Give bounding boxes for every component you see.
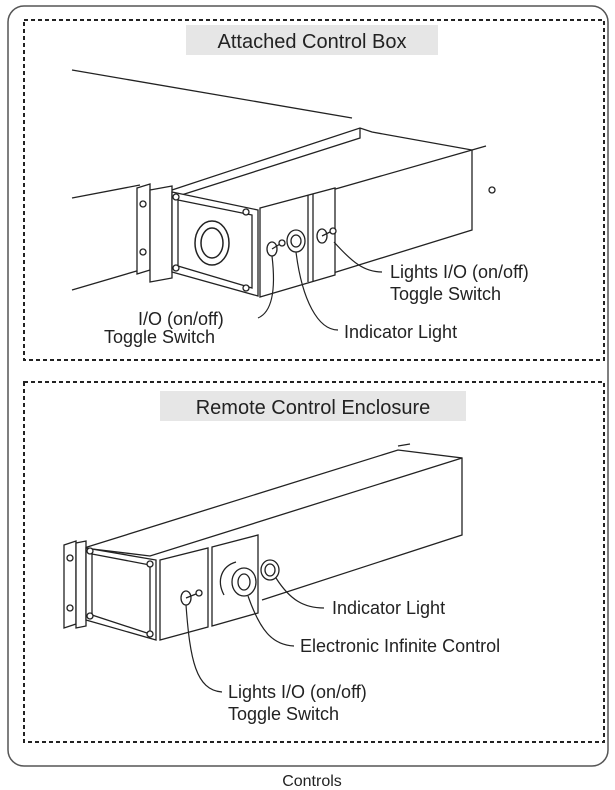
bottom-panel-title: Remote Control Enclosure: [196, 397, 431, 419]
bottom-lights-switch-label-line1: Lights I/O (on/off): [228, 682, 367, 702]
lights-toggle-switch-icon: [316, 227, 337, 244]
mounting-bracket: [136, 183, 151, 275]
bottom-lights-switch-label-line2: Toggle Switch: [228, 704, 339, 724]
attached-control-box-panel: Attached Control Box: [23, 19, 605, 361]
bottom-infinite-control-label: Electronic Infinite Control: [300, 636, 500, 656]
control-box-front: [149, 185, 259, 297]
figure-caption: Controls: [282, 773, 342, 790]
top-panel-title: Attached Control Box: [218, 31, 407, 53]
bottom-title-bg: [160, 391, 466, 421]
enclosure-end-cover: [75, 540, 157, 641]
appliance-body: [71, 69, 496, 296]
top-io-switch-label-line2: Toggle Switch: [104, 327, 215, 347]
enclosure-lights-toggle-icon: [180, 589, 203, 606]
top-lights-switch-label-line1: Lights I/O (on/off): [390, 262, 529, 282]
enclosure-indicator-light-icon: [260, 559, 280, 581]
top-title-bg: [186, 25, 438, 55]
bottom-indicator-label: Indicator Light: [332, 598, 445, 618]
top-io-switch-label-line1: I/O (on/off): [138, 309, 224, 329]
top-indicator-label: Indicator Light: [344, 322, 457, 342]
bottom-leader-lines: [185, 577, 325, 693]
enclosure-body: [83, 443, 463, 601]
top-lights-switch-label-line2: Toggle Switch: [390, 284, 501, 304]
enclosure-bracket: [63, 540, 77, 629]
infinite-control-knob-icon: [219, 561, 257, 597]
outer-frame: [7, 5, 609, 767]
io-toggle-switch-icon: [266, 239, 286, 257]
top-leader-lines: [257, 241, 383, 331]
bottom-panel-border: [23, 381, 605, 743]
knob-opening-icon: [194, 220, 230, 266]
remote-control-enclosure-panel: Remote Control Enclosure: [23, 381, 605, 743]
enclosure-switch-plate: [159, 534, 259, 641]
top-panel-border: [23, 19, 605, 361]
indicator-light-icon: [286, 229, 306, 253]
